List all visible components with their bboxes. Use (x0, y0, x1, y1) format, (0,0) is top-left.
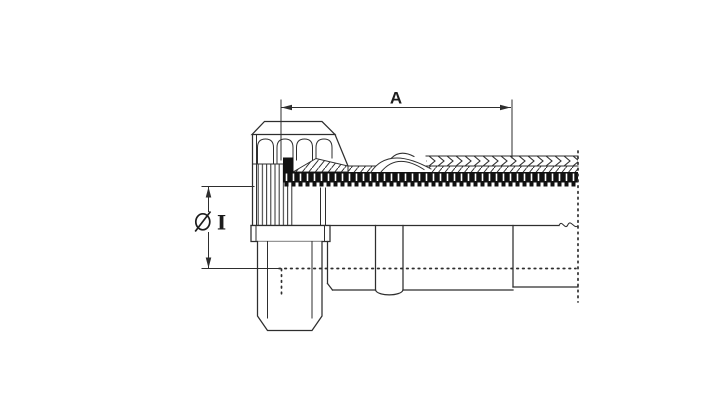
dim-a-arrow-left (281, 104, 292, 111)
dim-i-arrow-bottom (205, 257, 212, 268)
braid-chevron-row (426, 156, 578, 166)
nut-right-slope (334, 133, 349, 167)
dim-i-label: I (217, 211, 226, 235)
hose (283, 152, 579, 187)
cover-hump-outer-arc (370, 157, 432, 173)
break-squiggle (558, 222, 579, 228)
nut-scallop (257, 138, 274, 165)
ferrule-section-fill (283, 157, 294, 173)
dim-i-arrow-top (205, 187, 212, 198)
dimension-diameter-i: I (194, 186, 280, 269)
nut-collar (250, 224, 331, 243)
centerline (278, 267, 577, 295)
braid-hatch-row (426, 166, 578, 172)
cover-hump-flap-arc (390, 152, 415, 160)
fitting-body (250, 222, 579, 332)
diameter-symbol-icon (194, 210, 212, 233)
ferrule-wedge-hatch (291, 157, 349, 173)
nut-scallop (315, 138, 333, 159)
hex-nut (250, 120, 349, 226)
nut-lower-body (256, 240, 323, 332)
cover-hump-inner-arc (380, 160, 425, 173)
nut-scallop (296, 138, 313, 161)
dim-a-label: A (390, 89, 402, 108)
nut-top-face (250, 120, 337, 136)
dim-a-arrow-right (500, 104, 511, 111)
stem-bevel (326, 282, 334, 291)
braid-band-low-hatch (348, 166, 392, 172)
groove-round-bottom (374, 289, 404, 296)
crimp-serration-band (283, 172, 578, 187)
dimension-a: A (280, 89, 513, 161)
cover-hump-bg (371, 157, 431, 172)
